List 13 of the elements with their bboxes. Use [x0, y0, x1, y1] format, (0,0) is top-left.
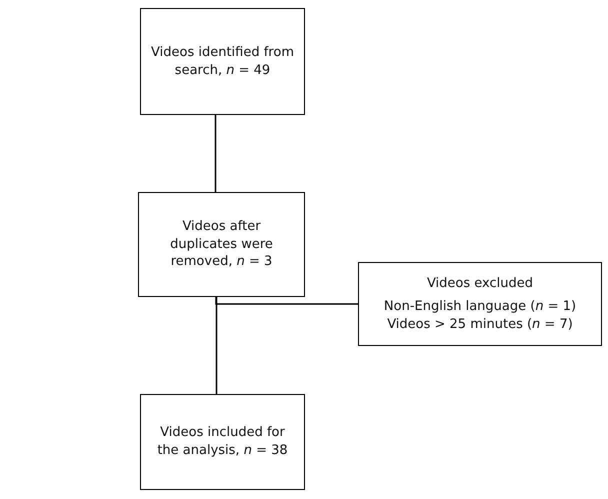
- process-box: [140, 394, 305, 490]
- box-text: Videos > 25 minutes (n = 7): [387, 316, 573, 334]
- box-heading: Videos excluded: [426, 274, 534, 292]
- connector-line: [215, 297, 358, 305]
- box-text: Videos after duplicates were removed, n = 3: [169, 218, 274, 271]
- box-text: Non-English language (n = 1): [384, 298, 576, 316]
- process-box: [358, 262, 602, 346]
- process-box: [140, 8, 305, 115]
- box-text: Videos identified from search, n = 49: [150, 44, 295, 80]
- connector-line: [214, 115, 216, 192]
- process-box: [138, 192, 305, 297]
- connector-line: [216, 297, 218, 394]
- box-text: Videos included for the analysis, n = 38: [156, 424, 289, 460]
